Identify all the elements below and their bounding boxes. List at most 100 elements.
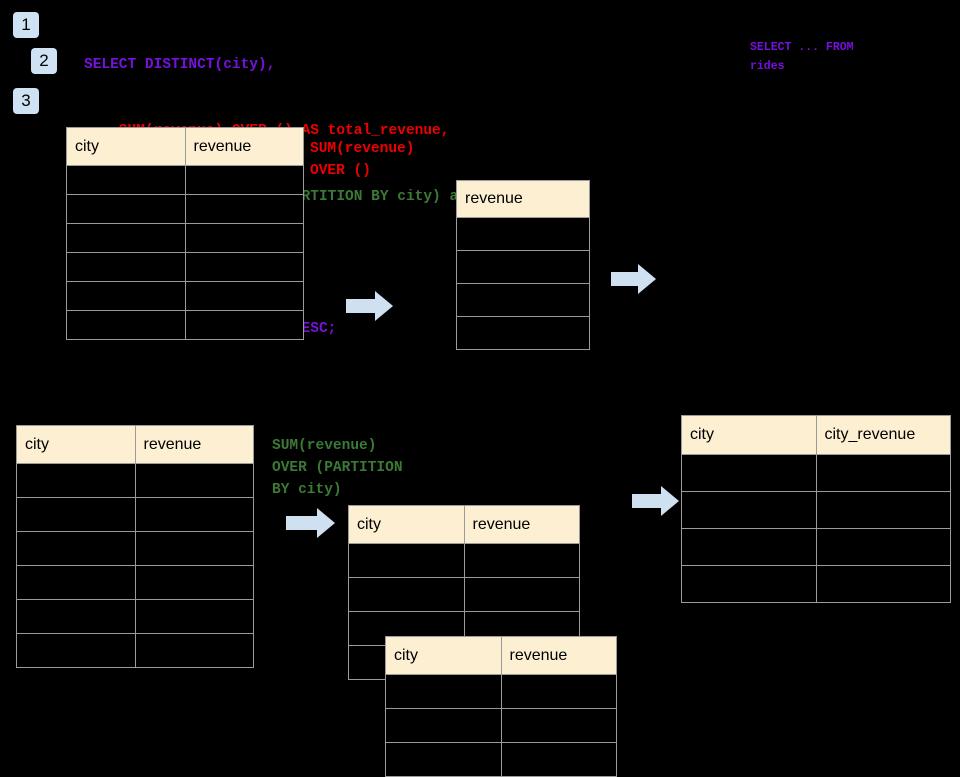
arrow-right-icon-2: [611, 264, 656, 294]
table-cell: [134, 565, 254, 600]
step-badge-1: 1: [13, 12, 39, 38]
table-cell: [184, 194, 304, 224]
table-cell: [66, 165, 186, 195]
table-result: city city_revenue: [681, 415, 951, 603]
table-row: [456, 283, 590, 317]
table-cell: [815, 528, 951, 566]
table-cell: [66, 252, 186, 282]
table-row: [681, 565, 951, 603]
table-row: [385, 674, 617, 709]
column-header-city-revenue: city_revenue: [815, 415, 951, 455]
arrow-right-icon-3: [286, 508, 335, 538]
table-body: [16, 463, 254, 668]
table-row: [66, 194, 304, 224]
table-header-row: city revenue: [66, 127, 304, 166]
column-header-city: city: [348, 505, 465, 544]
table-cell: [815, 565, 951, 603]
table-row: [16, 531, 254, 566]
table-row: [16, 463, 254, 498]
table-row: [16, 497, 254, 532]
table-cell: [16, 633, 136, 668]
table-rides-top: city revenue: [66, 127, 304, 340]
table-row: [66, 165, 304, 195]
table-cell: [184, 281, 304, 311]
table-cell: [134, 633, 254, 668]
table-cell: [456, 283, 590, 317]
table-header-row: city city_revenue: [681, 415, 951, 455]
table-row: [348, 543, 580, 578]
table-cell: [66, 223, 186, 253]
table-row: [66, 223, 304, 253]
table-row: [456, 316, 590, 350]
table-row: [681, 454, 951, 492]
table-cell: [681, 491, 817, 529]
table-cell: [500, 674, 617, 709]
table-row: [456, 217, 590, 251]
table-body: [385, 674, 617, 777]
column-header-revenue: revenue: [184, 127, 304, 166]
table-cell: [348, 543, 465, 578]
table-rides-bottom: city revenue: [16, 425, 254, 668]
table-header-row: city revenue: [16, 425, 254, 464]
table-header-row: city revenue: [385, 636, 617, 675]
step-badge-2: 2: [31, 48, 57, 74]
column-header-revenue: revenue: [134, 425, 254, 464]
table-row: [66, 252, 304, 282]
side-note-line-1: SELECT ... FROM: [750, 41, 854, 54]
table-partition-b: city revenue: [385, 636, 617, 777]
table-cell: [681, 565, 817, 603]
table-cell: [815, 454, 951, 492]
step-badge-3: 3: [13, 88, 39, 114]
table-cell: [184, 252, 304, 282]
table-cell: [348, 577, 465, 612]
column-header-revenue: revenue: [456, 180, 590, 218]
table-row: [16, 565, 254, 600]
table-cell: [184, 310, 304, 340]
table-cell: [66, 310, 186, 340]
table-cell: [134, 599, 254, 634]
side-note-line-2: rides: [750, 60, 785, 73]
table-cell: [16, 599, 136, 634]
table-row: [385, 742, 617, 777]
table-body: [66, 165, 304, 340]
table-cell: [184, 165, 304, 195]
table-cell: [681, 528, 817, 566]
table-cell: [681, 454, 817, 492]
sql-line-select: SELECT DISTINCT(city),: [84, 57, 276, 73]
table-cell: [134, 497, 254, 532]
side-note-select-from: SELECT ... FROM rides: [750, 38, 950, 76]
table-cell: [500, 742, 617, 777]
table-row: [66, 281, 304, 311]
table-header-row: city revenue: [348, 505, 580, 544]
table-cell: [385, 674, 502, 709]
table-total-revenue: revenue: [456, 180, 590, 350]
table-cell: [66, 194, 186, 224]
table-row: [681, 528, 951, 566]
column-header-city: city: [681, 415, 817, 455]
table-cell: [66, 281, 186, 311]
table-cell: [184, 223, 304, 253]
arrow-right-icon-1: [346, 291, 393, 321]
column-header-city: city: [16, 425, 136, 464]
table-cell: [456, 250, 590, 284]
table-cell: [16, 497, 136, 532]
table-cell: [456, 217, 590, 251]
table-cell: [134, 531, 254, 566]
table-header-row: revenue: [456, 180, 590, 218]
table-row: [385, 708, 617, 743]
column-header-city: city: [66, 127, 186, 166]
annotation-total-revenue: SUM(revenue) OVER (): [310, 141, 415, 179]
column-header-revenue: revenue: [463, 505, 580, 544]
table-row: [66, 310, 304, 340]
table-cell: [134, 463, 254, 498]
table-partition-a: city revenue: [348, 505, 580, 680]
table-cell: [815, 491, 951, 529]
table-body: [681, 454, 951, 603]
table-row: [16, 633, 254, 668]
table-cell: [463, 577, 580, 612]
table-row: [456, 250, 590, 284]
annotation-city-revenue: SUM(revenue) OVER (PARTITION BY city): [272, 438, 403, 498]
table-body: [456, 217, 590, 350]
diagram-canvas: 1 2 3 SELECT DISTINCT(city), SUM(revenue…: [13, 12, 951, 777]
arrow-right-icon-4: [632, 486, 679, 516]
